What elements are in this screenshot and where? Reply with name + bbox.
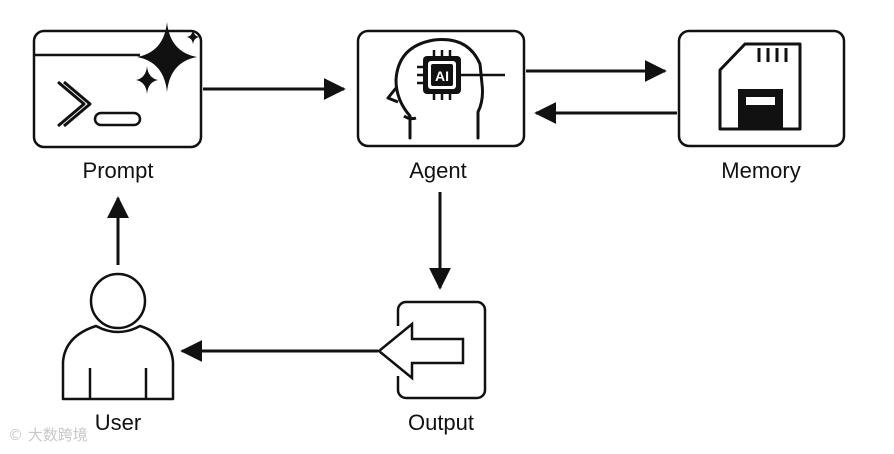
memory-card-icon bbox=[718, 42, 802, 131]
watermark-text: 大数跨境 bbox=[27, 426, 88, 444]
terminal-prompt-icon bbox=[57, 80, 142, 128]
edges bbox=[107, 60, 677, 362]
watermark-logo-icon: © bbox=[8, 426, 23, 444]
memory-label: Memory bbox=[721, 158, 801, 183]
ai-chip-text: AI bbox=[435, 68, 449, 84]
agent-label: Agent bbox=[409, 158, 467, 183]
user-icon bbox=[61, 272, 175, 401]
ai-chip-icon: AI bbox=[417, 50, 505, 100]
memory-node bbox=[677, 29, 846, 148]
agent-node: AI bbox=[356, 29, 526, 148]
ai-head-icon bbox=[386, 38, 484, 140]
user-node bbox=[61, 272, 175, 401]
output-node bbox=[377, 300, 487, 400]
output-label: Output bbox=[407, 410, 475, 435]
prompt-label: Prompt bbox=[82, 158, 154, 183]
user-label: User bbox=[94, 410, 142, 435]
output-arrow-icon bbox=[377, 321, 465, 381]
prompt-node bbox=[32, 22, 203, 149]
sparkle-icon bbox=[136, 22, 199, 94]
watermark: © 大数跨境 bbox=[8, 428, 88, 443]
